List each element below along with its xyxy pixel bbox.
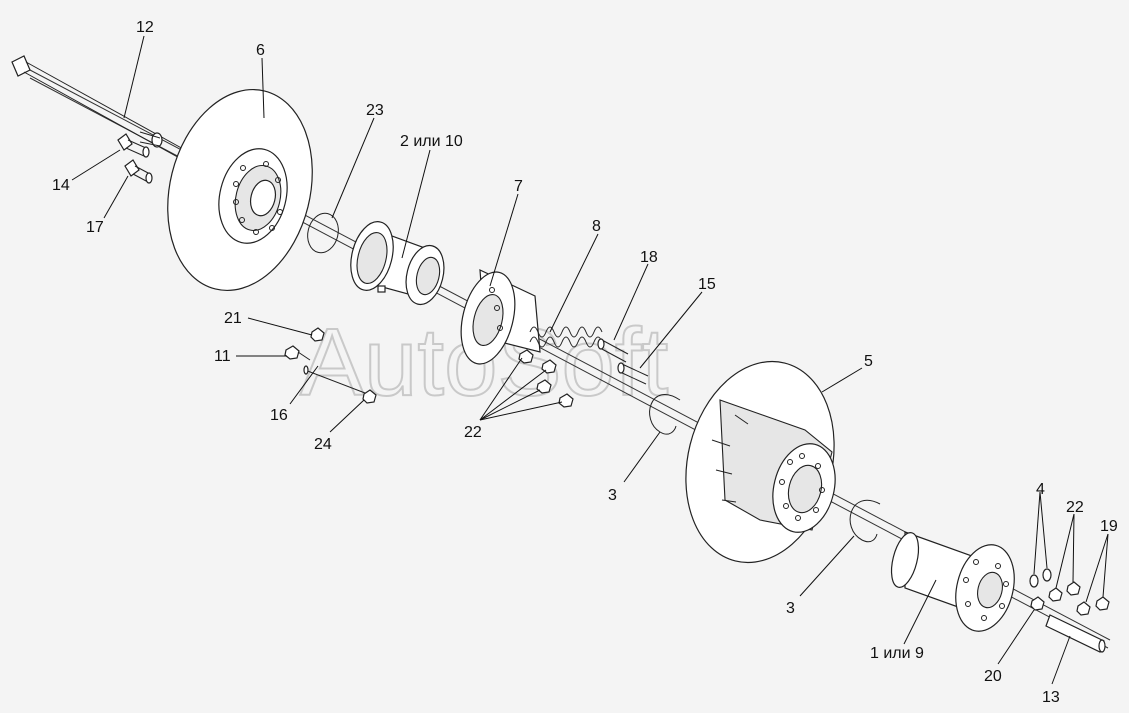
label-3-lower: 3 <box>786 600 795 617</box>
label-19: 19 <box>1100 518 1118 535</box>
pin-18 <box>597 338 629 363</box>
label-2-or-10: 2 или 10 <box>400 133 463 150</box>
ring-3-upper <box>649 394 681 435</box>
label-12: 12 <box>136 19 154 36</box>
label-6: 6 <box>256 42 265 59</box>
label-5: 5 <box>864 353 873 370</box>
nuts-22-middle <box>518 349 574 408</box>
label-16: 16 <box>270 407 288 424</box>
label-23: 23 <box>366 102 384 119</box>
drum-7 <box>460 269 541 365</box>
spring-8 <box>529 326 603 348</box>
label-11: 11 <box>214 348 231 365</box>
nut-21 <box>310 327 325 342</box>
leader-lines <box>71 35 1109 685</box>
label-1-or-9: 1 или 9 <box>870 645 924 662</box>
bolt-11 <box>284 345 311 361</box>
label-22-right: 22 <box>1066 499 1084 516</box>
bolt-17 <box>124 159 153 184</box>
label-17: 17 <box>86 219 104 236</box>
label-13: 13 <box>1042 689 1060 706</box>
label-15: 15 <box>698 276 716 293</box>
label-8: 8 <box>592 218 601 235</box>
label-22-middle: 22 <box>464 424 482 441</box>
disc-6 <box>167 88 313 292</box>
washers-4 <box>1029 568 1052 588</box>
label-7: 7 <box>514 178 523 195</box>
label-21: 21 <box>224 310 242 327</box>
rod-16 <box>303 365 366 394</box>
label-20: 20 <box>984 668 1002 685</box>
ring-3-lower <box>849 499 881 543</box>
label-14: 14 <box>52 177 70 194</box>
pin-15 <box>617 362 649 385</box>
bolt-12 <box>11 55 186 161</box>
label-3-upper: 3 <box>608 487 617 504</box>
nuts-right <box>1030 581 1110 616</box>
ring-23 <box>307 212 339 254</box>
label-4: 4 <box>1036 481 1045 498</box>
bolt-14 <box>117 133 150 158</box>
label-24: 24 <box>314 436 332 453</box>
sleeve-1-9 <box>890 531 1015 632</box>
hub-5 <box>685 360 836 564</box>
sleeve-2-10 <box>350 221 445 306</box>
label-18: 18 <box>640 249 658 266</box>
nut-24 <box>362 389 377 404</box>
pin-13 <box>1045 614 1106 653</box>
